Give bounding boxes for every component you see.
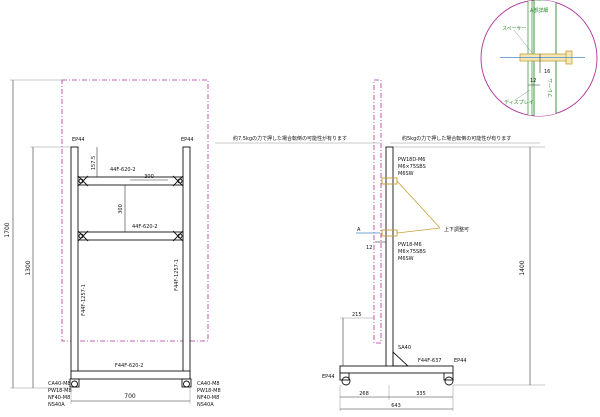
adjust-note: 上下調整可: [444, 226, 469, 233]
caster-right-part-4: NS40A: [197, 402, 214, 408]
label-ep44-top-left: EP44: [72, 137, 85, 143]
side-base-beam: [339, 365, 454, 374]
display-outline-side: [373, 79, 382, 344]
detail-title: A部詳細: [530, 7, 548, 14]
tip-note-left: 約7.5kgの力で押した場合転倒の可能性が有ります: [233, 135, 347, 142]
label-ep44-base-left: EP44: [322, 374, 335, 380]
bracket-plate-ml: [77, 230, 89, 242]
detail-dim-16: 16: [544, 69, 550, 75]
bracket-plate-tr: [172, 175, 184, 187]
label-base-beam: F44F-637: [418, 358, 441, 364]
caster-side-left: [339, 372, 350, 381]
caster-right-part-3: NF40-M8: [197, 395, 219, 401]
caster-side-left-wheel: [341, 376, 351, 386]
side-upright: [385, 146, 394, 373]
dim-1700: 1700: [4, 222, 11, 237]
detail-spacer-leader: [513, 29, 534, 55]
top-beam: [77, 176, 184, 186]
dim-12-side: 12: [366, 245, 372, 251]
caster-right-part-2: PW18-M8: [197, 388, 221, 394]
left-post: [70, 146, 79, 380]
lower-part-1: PW18-M6: [398, 242, 422, 248]
detail-dim-12: 12: [530, 78, 536, 84]
detail-panel-label: ディスプレイ: [504, 99, 534, 106]
label-post-left: F44F-1257-1: [81, 284, 87, 316]
upper-part-2: M6×75SBS: [398, 164, 426, 170]
dim-268: 268: [359, 391, 369, 397]
dim-300-v: 300: [118, 204, 124, 214]
right-post: [182, 146, 191, 380]
caster-wheel-left: [71, 380, 78, 388]
dim-700: 700: [124, 393, 136, 400]
dim-1300: 1300: [25, 260, 32, 275]
front-view: 1700 1300 157.5 300 300 700 EP44 EP44 44…: [4, 79, 221, 408]
upper-part-1: PW18D-M6: [398, 157, 425, 163]
base-brace-sa40: [392, 350, 410, 367]
side-view: 約7.5kgの力で押した場合転倒の可能性が有ります 約5kgの力で押した場合転倒…: [215, 79, 545, 411]
lower-part-2: M6×75SBS: [398, 249, 426, 255]
display-outline-front: [61, 79, 209, 342]
dim-215: 215: [352, 312, 362, 318]
caster-left-part-4: NS40A: [48, 402, 65, 408]
caster-left-part-2: PW18-M8: [48, 388, 72, 394]
label-beam-top: 44F-620-2: [110, 167, 136, 173]
caster-left-part-1: CA40-M8: [48, 381, 71, 387]
bracket-plate-mr: [172, 230, 184, 242]
detail-a: A部詳細 スペーサー 16 12 フレーム ディスプレイ: [480, 0, 598, 117]
upper-part-3: M6SW: [398, 171, 414, 177]
dim-335: 335: [416, 391, 426, 397]
adjust-leader-upper: [396, 180, 441, 229]
dim-643: 643: [391, 403, 401, 409]
label-ep44-base-right: EP44: [454, 358, 467, 364]
label-sa40: SA40: [398, 345, 411, 351]
label-beam-mid: 44F-620-2: [132, 224, 158, 230]
detail-panel-leader: [514, 89, 531, 101]
lower-part-3: M6SW: [398, 256, 414, 262]
tip-note-right: 約5kgの力で押した場合転倒の可能性が有ります: [402, 135, 511, 142]
caster-side-right-wheel: [444, 376, 454, 386]
middle-beam: [77, 231, 184, 241]
caster-wheel-right: [183, 380, 190, 388]
dim-157-5: 157.5: [91, 156, 97, 170]
dim-300-h: 300: [144, 174, 154, 180]
bracket-plate-tl: [77, 175, 89, 187]
adjust-leader-lower: [396, 227, 441, 234]
caster-side-right: [443, 372, 454, 381]
detail-spacer-label: スペーサー: [502, 26, 527, 32]
dim-1400: 1400: [519, 260, 526, 275]
label-beam-bottom: F44F-620-2: [115, 363, 143, 369]
caster-left-part-3: NF40-M8: [48, 395, 70, 401]
label-post-right: F44F-1257-1: [174, 259, 180, 291]
detail-frame-label: フレーム: [548, 78, 554, 98]
label-ep44-top-right: EP44: [181, 137, 194, 143]
section-mark-a: A: [357, 227, 361, 233]
caster-right-part-1: CA40-M8: [197, 381, 220, 387]
bottom-beam: [70, 370, 191, 380]
